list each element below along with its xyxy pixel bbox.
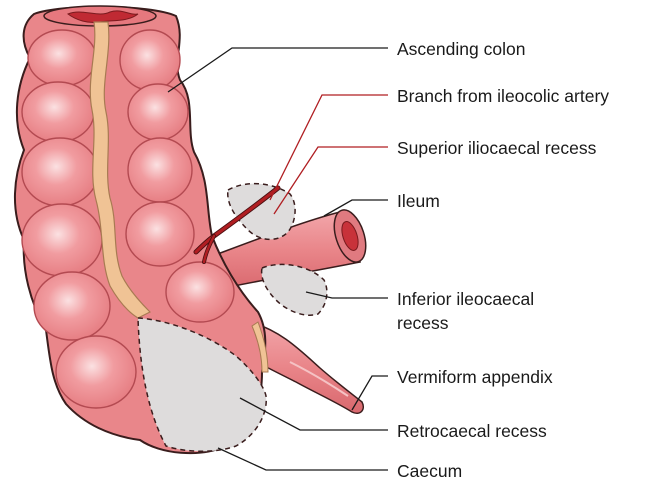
label-appendix: Vermiform appendix	[397, 367, 553, 387]
label-retrocaecal: Retrocaecal recess	[397, 421, 547, 441]
leader-caecum	[218, 448, 388, 470]
superior-iliocaecal-recess	[228, 184, 295, 240]
label-superior-recess: Superior iliocaecal recess	[397, 138, 597, 158]
label-ileum: Ileum	[397, 191, 440, 211]
inferior-ileocaecal-recess	[262, 264, 327, 315]
label-caecum: Caecum	[397, 461, 462, 481]
label-ileocolic-branch: Branch from ileocolic artery	[397, 86, 609, 106]
label-inferior-recess-line2: recess	[397, 313, 449, 333]
labels: Ascending colon Branch from ileocolic ar…	[397, 39, 609, 481]
leader-ascending-colon	[168, 48, 388, 92]
label-ascending-colon: Ascending colon	[397, 39, 525, 59]
label-inferior-recess-line1: Inferior ileocaecal	[397, 289, 534, 309]
